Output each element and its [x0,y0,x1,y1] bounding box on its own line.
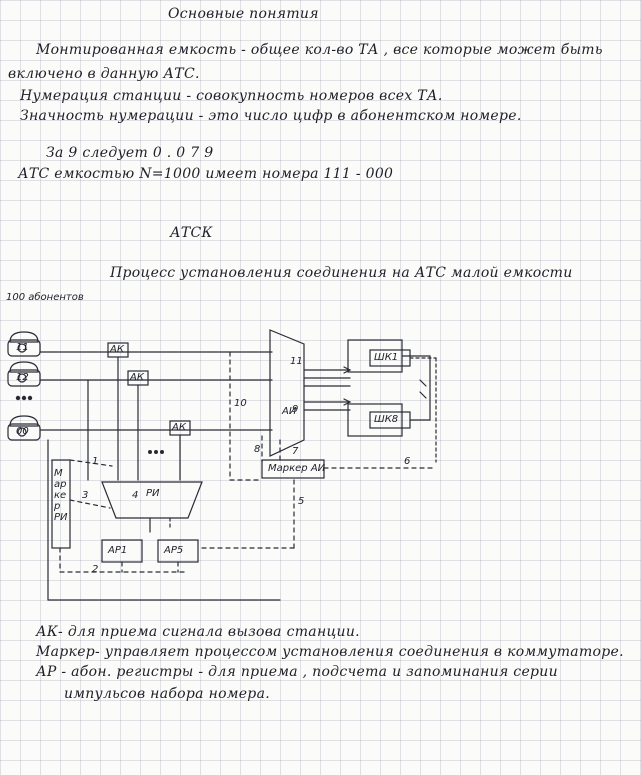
marker-ri-label: Маркер РИ [54,468,68,523]
ai-output-label: 9 [292,404,299,415]
ak-label: АК [110,344,124,355]
note-line: АК- для приема сигнала вызова станции. [36,624,360,640]
step-number: 10 [234,398,247,409]
page-title: Основные понятия [168,6,319,22]
step-number: 1 [92,456,99,467]
diagram-caption: Процесс установления соединения на АТС м… [110,265,573,281]
definition-line: Нумерация станции - совокупность номеров… [20,88,443,104]
section-title: АТСК [170,225,213,241]
step-number: 3 [82,490,89,501]
telephone-icon [7,331,41,357]
ai-input-label: 11 [290,356,303,367]
phone-number: 12 [16,372,29,383]
step-number: 5 [298,496,305,507]
note-line: Маркер- управляет процессом установления… [36,644,624,660]
example-line: За 9 следует 0 . 0 7 9 [46,145,214,161]
note-line: импульсов набора номера. [64,686,270,702]
step-number: 8 [254,444,261,455]
note-line: АР - абон. регистры - для приема , подсч… [36,664,558,680]
shk1-label: ШК1 [374,352,399,363]
shk8-label: ШК8 [374,414,399,425]
step-number: 4 [132,490,139,501]
definition-line: включено в данную АТС. [8,66,200,82]
ak-label: АК [172,422,186,433]
telephone-icon [7,415,41,441]
subscribers-label: 100 абонентов [6,292,84,303]
ar5-label: АР5 [164,545,184,556]
step-number: 6 [404,456,411,467]
example-line: АТС емкостью N=1000 имеет номера 111 - 0… [18,166,394,182]
phone-number: 11 [16,342,29,353]
phone-number: 00 [16,426,29,437]
definition-line: Монтированная емкость - общее кол-во ТА … [36,42,603,58]
step-number: 7 [292,446,299,457]
step-number: 2 [92,564,99,575]
ai-label: АИ [282,406,297,417]
telephone-icon [7,361,41,387]
ri-label: РИ [146,488,160,499]
ak-label: АК [130,372,144,383]
definition-line: Значность нумерации - это число цифр в а… [20,108,522,124]
ar1-label: АР1 [108,545,128,556]
marker-ai-label: Маркер АИ [268,463,326,474]
